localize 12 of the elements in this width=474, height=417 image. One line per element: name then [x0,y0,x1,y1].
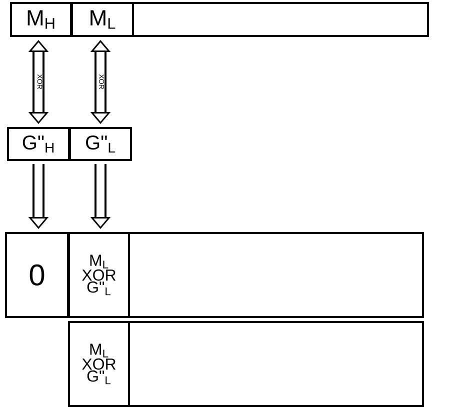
text-cell: 0 [5,232,69,318]
block-arrow [90,40,111,124]
block-arrow [28,40,49,124]
text-cell: M$_{H}$ [10,2,72,37]
empty-box [128,232,424,318]
text-cell: G"$_{L}$ [69,127,132,161]
text-cell: M$_{L}$ [71,2,134,37]
empty-box [132,2,429,37]
text-cell: M$_{L}$ XOR G"$_{L}$ [68,320,130,407]
text-cell: G"$_{H}$ [7,127,70,161]
text-cell: M$_{L}$ XOR G"$_{L}$ [68,232,130,318]
empty-box [128,320,424,407]
